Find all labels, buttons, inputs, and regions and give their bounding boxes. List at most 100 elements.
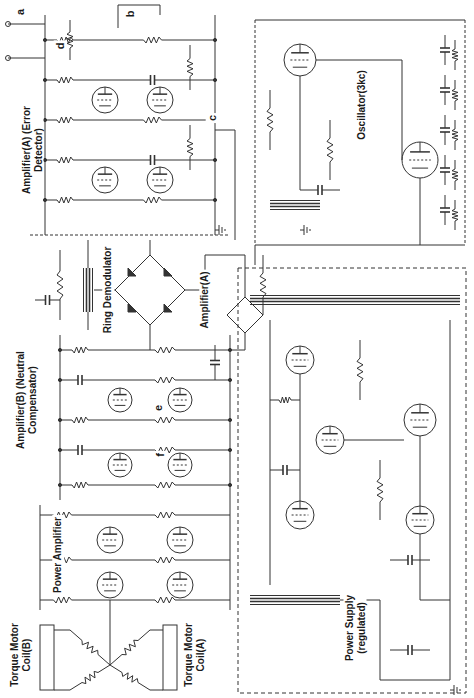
resistor-symbol [70, 665, 110, 690]
wire [255, 20, 465, 21]
resistor-symbol [327, 120, 333, 180]
resistor-symbol [130, 37, 175, 43]
resistor-symbol [140, 557, 190, 563]
wire [30, 235, 230, 236]
resistor-symbol [140, 347, 190, 353]
wire [85, 80, 130, 81]
vacuum-tube-symbol [406, 506, 434, 534]
wire [190, 560, 230, 561]
wire [255, 245, 256, 265]
wire [54, 630, 70, 631]
vacuum-tube-symbol [402, 142, 438, 178]
junction-dot [228, 418, 231, 421]
wire [190, 420, 230, 421]
wire [150, 690, 163, 691]
wire [420, 436, 421, 506]
transformer-symbol [84, 268, 93, 312]
section-label: Power Supply (regulated) [344, 588, 367, 668]
wire [100, 420, 140, 421]
capacitor-symbol [440, 35, 450, 65]
capacitor-symbol [130, 155, 175, 165]
vacuum-tube-symbol [108, 453, 132, 477]
junction-dot [43, 198, 46, 201]
wire [230, 335, 231, 500]
wire [255, 245, 465, 246]
wire [150, 630, 163, 631]
wire [85, 160, 130, 161]
diode-symbol [164, 304, 172, 312]
resistor-symbol [110, 630, 150, 665]
wire [190, 600, 230, 601]
resistor-symbol [452, 80, 458, 110]
resistor-symbol [67, 20, 73, 60]
wire [465, 20, 466, 245]
wire [215, 130, 235, 240]
vacuum-tube-symbol [404, 404, 436, 436]
torque-coil [163, 625, 177, 690]
capacitor-symbol [440, 195, 450, 225]
resistor-symbol [140, 512, 190, 518]
resistor-symbol [187, 45, 193, 90]
capacitor-symbol [60, 375, 100, 385]
capacitor-symbol [390, 555, 430, 565]
resistor-symbol [45, 197, 85, 203]
resistor-symbol [270, 397, 300, 403]
terminal-letter: d [54, 41, 67, 52]
wire [205, 255, 245, 297]
junction-dot [58, 448, 61, 451]
resistor-symbol [357, 340, 363, 400]
diode-bridge [115, 255, 185, 325]
junction-dot [58, 378, 61, 381]
wire [150, 345, 151, 350]
diode-symbol [164, 268, 172, 276]
resistor-symbol [45, 157, 85, 163]
terminal-letter: b [124, 9, 137, 20]
wire [175, 80, 215, 81]
resistor-symbol [452, 160, 458, 190]
resistor-symbol [452, 200, 458, 230]
diode-bridge [227, 297, 263, 333]
junction-dot [228, 378, 231, 381]
vacuum-tube-symbol [97, 572, 123, 598]
resistor-symbol [70, 630, 110, 665]
capacitor-symbol [270, 465, 300, 475]
junction-dot [58, 348, 61, 351]
vacuum-tube-symbol [97, 527, 123, 553]
wire [420, 178, 421, 245]
junction-dot [228, 483, 231, 486]
terminal-letter: a [14, 7, 27, 17]
wire [175, 40, 215, 41]
junction-dot [228, 448, 231, 451]
wire [85, 600, 140, 601]
wire [100, 450, 140, 451]
ground-symbol [450, 685, 460, 695]
capacitor-symbol [35, 295, 60, 305]
vacuum-tube-symbol [108, 388, 132, 412]
capacitor-symbol [440, 75, 450, 105]
section-label: Torque Motor Coil(B) [9, 616, 32, 694]
transformer-symbol [250, 296, 460, 305]
vacuum-tube-symbol [284, 44, 316, 76]
wire [190, 485, 230, 486]
wire [85, 120, 130, 121]
resistor-symbol [110, 665, 150, 690]
wire [100, 485, 140, 486]
wire [85, 515, 140, 516]
wire [190, 350, 230, 351]
wire [230, 500, 231, 505]
wire [344, 440, 404, 441]
wire [316, 60, 402, 160]
wire [88, 312, 89, 330]
wire [100, 350, 140, 351]
wire [175, 200, 215, 201]
resistor-symbol [140, 482, 190, 488]
transformer-symbol [250, 596, 340, 605]
vacuum-tube-symbol [92, 87, 118, 113]
resistor-symbol [140, 417, 190, 423]
capacitor-symbol [300, 185, 340, 195]
capacitor-symbol [210, 345, 220, 380]
capacitor-symbol [130, 75, 175, 85]
wire [190, 380, 230, 381]
capacitor-symbol [440, 155, 450, 185]
